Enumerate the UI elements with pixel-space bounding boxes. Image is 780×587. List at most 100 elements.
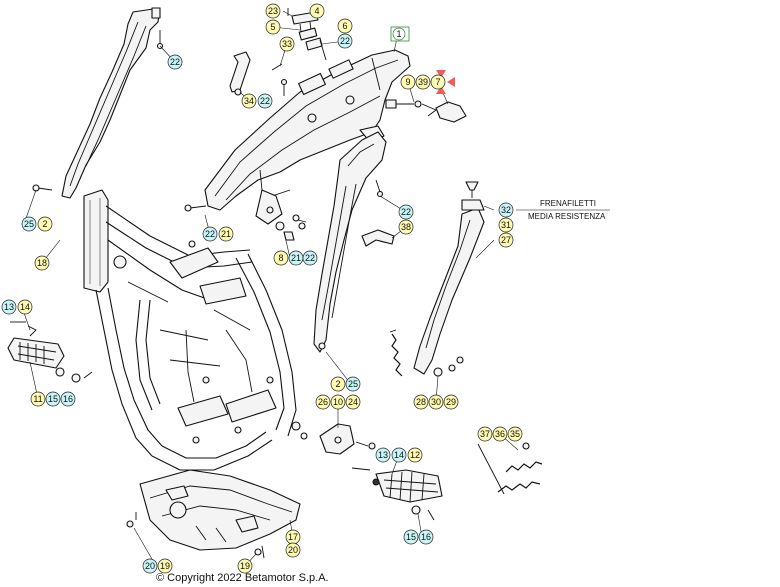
callout-13[interactable]: 13 — [375, 447, 391, 463]
callout-circle[interactable] — [237, 558, 253, 574]
callout-circle[interactable] — [257, 93, 273, 109]
callout-15[interactable]: 15 — [45, 391, 61, 407]
callout-circle[interactable] — [302, 250, 318, 266]
callout-circle[interactable] — [330, 394, 346, 410]
callout-circle[interactable] — [398, 219, 414, 235]
callout-circle[interactable] — [241, 93, 257, 109]
callout-circle[interactable] — [30, 391, 46, 407]
callout-circle[interactable] — [1, 299, 17, 315]
callout-circle[interactable] — [428, 394, 444, 410]
callout-circle[interactable] — [309, 3, 325, 19]
callout-circle[interactable] — [507, 426, 523, 442]
callout-circle[interactable] — [202, 226, 218, 242]
callout-circle[interactable] — [218, 226, 234, 242]
callout-12[interactable]: 12 — [407, 447, 423, 463]
callout-circle[interactable] — [285, 529, 301, 545]
callout-17[interactable]: 17 — [285, 529, 301, 545]
callout-circle[interactable] — [330, 376, 346, 392]
callout-38[interactable]: 38 — [398, 219, 414, 235]
callout-27[interactable]: 27 — [498, 232, 514, 248]
callout-circle[interactable] — [391, 447, 407, 463]
callout-circle[interactable] — [265, 3, 281, 19]
callout-31[interactable]: 31 — [498, 217, 514, 233]
callout-circle[interactable] — [167, 54, 183, 70]
callout-circle[interactable] — [418, 529, 434, 545]
callout-22[interactable]: 22 — [202, 226, 218, 242]
callout-20[interactable]: 20 — [285, 542, 301, 558]
callout-circle[interactable] — [37, 216, 53, 232]
callout-circle[interactable] — [398, 204, 414, 220]
callout-circle[interactable] — [337, 18, 353, 34]
callout-10[interactable]: 10 — [330, 394, 346, 410]
callout-26[interactable]: 26 — [315, 394, 331, 410]
callout-circle[interactable] — [407, 447, 423, 463]
callout-35[interactable]: 35 — [507, 426, 523, 442]
callout-29[interactable]: 29 — [443, 394, 459, 410]
callout-4[interactable]: 4 — [309, 3, 325, 19]
callout-circle[interactable] — [288, 250, 304, 266]
callout-circle[interactable] — [142, 558, 158, 574]
callout-circle[interactable] — [492, 426, 508, 442]
callout-19[interactable]: 19 — [157, 558, 173, 574]
callout-7[interactable]: 7 — [430, 74, 446, 90]
callout-circle[interactable] — [285, 542, 301, 558]
callout-9[interactable]: 9 — [400, 74, 416, 90]
callout-circle[interactable] — [337, 33, 353, 49]
callout-5[interactable]: 5 — [265, 19, 281, 35]
callout-circle[interactable] — [157, 558, 173, 574]
callout-16[interactable]: 16 — [60, 391, 76, 407]
callout-11[interactable]: 11 — [30, 391, 46, 407]
callout-circle[interactable] — [265, 19, 281, 35]
callout-22[interactable]: 22 — [398, 204, 414, 220]
callout-circle[interactable] — [45, 391, 61, 407]
callout-circle[interactable] — [403, 529, 419, 545]
callout-14[interactable]: 14 — [17, 299, 33, 315]
callout-22[interactable]: 22 — [302, 250, 318, 266]
callout-18[interactable]: 18 — [34, 255, 50, 271]
callout-28[interactable]: 28 — [413, 394, 429, 410]
callout-circle[interactable] — [443, 394, 459, 410]
callout-circle[interactable] — [415, 74, 431, 90]
callout-2[interactable]: 2 — [37, 216, 53, 232]
callout-circle[interactable] — [279, 36, 295, 52]
callout-22[interactable]: 22 — [337, 33, 353, 49]
callout-21[interactable]: 21 — [288, 250, 304, 266]
callout-circle[interactable] — [498, 217, 514, 233]
callout-20[interactable]: 20 — [142, 558, 158, 574]
callout-34[interactable]: 34 — [241, 93, 257, 109]
callout-22[interactable]: 22 — [167, 54, 183, 70]
callout-circle[interactable] — [273, 250, 289, 266]
callout-23[interactable]: 23 — [265, 3, 281, 19]
callout-30[interactable]: 30 — [428, 394, 444, 410]
callout-22[interactable]: 22 — [257, 93, 273, 109]
callout-39[interactable]: 39 — [415, 74, 431, 90]
callout-15[interactable]: 15 — [403, 529, 419, 545]
callout-circle[interactable] — [21, 216, 37, 232]
callout-19[interactable]: 19 — [237, 558, 253, 574]
callout-6[interactable]: 6 — [337, 18, 353, 34]
callout-8[interactable]: 8 — [273, 250, 289, 266]
callout-circle[interactable] — [477, 426, 493, 442]
callout-circle[interactable] — [345, 376, 361, 392]
callout-16[interactable]: 16 — [418, 529, 434, 545]
callout-24[interactable]: 24 — [345, 394, 361, 410]
callout-21[interactable]: 21 — [218, 226, 234, 242]
callout-circle[interactable] — [400, 74, 416, 90]
callout-circle[interactable] — [375, 447, 391, 463]
callout-25[interactable]: 25 — [21, 216, 37, 232]
callout-14[interactable]: 14 — [391, 447, 407, 463]
callout-37[interactable]: 37 — [477, 426, 493, 442]
callout-circle[interactable] — [413, 394, 429, 410]
callout-2[interactable]: 2 — [330, 376, 346, 392]
callout-circle[interactable] — [17, 299, 33, 315]
callout-circle[interactable] — [315, 394, 331, 410]
callout-boxed[interactable]: 1 — [390, 26, 410, 42]
callout-32[interactable]: 32 — [498, 202, 514, 218]
callout-circle[interactable] — [60, 391, 76, 407]
callout-33[interactable]: 33 — [279, 36, 295, 52]
callout-25[interactable]: 25 — [345, 376, 361, 392]
callout-13[interactable]: 13 — [1, 299, 17, 315]
callout-circle[interactable] — [345, 394, 361, 410]
callout-36[interactable]: 36 — [492, 426, 508, 442]
callout-circle[interactable] — [34, 255, 50, 271]
